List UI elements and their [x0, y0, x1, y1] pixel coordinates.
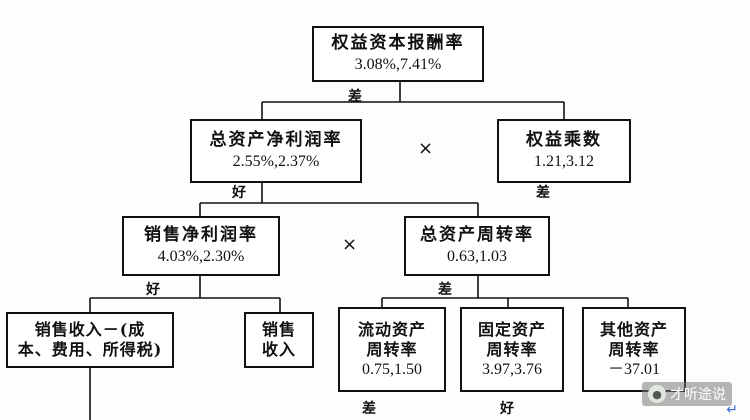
roe-box: 权益资本报酬率 3.08%,7.41% — [312, 26, 484, 82]
other-turnover-values: －37.01 — [607, 360, 660, 378]
roe-values: 3.08%,7.41% — [354, 55, 442, 73]
roa-values: 2.55%,2.37% — [232, 152, 320, 170]
equity-multiplier-box: 权益乘数 1.21,3.12 — [497, 119, 631, 183]
asset-turnover-tag: 差 — [438, 282, 452, 298]
fixed-turnover-values: 3.97,3.76 — [482, 360, 542, 378]
fixed-turnover-tag: 好 — [500, 401, 514, 417]
sales-minus-costs-line1: 销售收入－(成 — [34, 320, 146, 339]
fixed-turnover-line1: 固定资产 — [477, 319, 546, 339]
current-turnover-values: 0.75,1.50 — [362, 360, 422, 378]
watermark-text: 才听途说 — [670, 387, 726, 403]
roa-label: 总资产净利润率 — [209, 130, 343, 151]
sales-revenue-box: 销售 收入 — [244, 312, 314, 368]
other-turnover-line1: 其他资产 — [599, 319, 668, 339]
net-margin-tag: 好 — [146, 282, 160, 298]
current-turnover-line1: 流动资产 — [357, 319, 426, 339]
asset-turnover-values: 0.63,1.03 — [447, 247, 507, 265]
net-margin-values: 4.03%,2.30% — [157, 247, 245, 265]
multiply-operator-2: × — [342, 234, 358, 255]
other-turnover-line2: 周转率 — [608, 339, 660, 359]
net-margin-label: 销售净利润率 — [144, 225, 258, 246]
asset-turnover-label: 总资产周转率 — [420, 225, 534, 246]
wechat-icon: ● — [648, 385, 666, 403]
multiply-operator: × — [418, 138, 434, 159]
current-turnover-tag: 差 — [362, 401, 376, 417]
sales-revenue-line1: 销售 — [261, 320, 296, 339]
current-turnover-box: 流动资产 周转率 0.75,1.50 — [338, 307, 446, 392]
roe-tag: 差 — [348, 89, 362, 105]
enter-icon: ↵ — [726, 402, 738, 418]
asset-turnover-box: 总资产周转率 0.63,1.03 — [404, 216, 550, 276]
roa-box: 总资产净利润率 2.55%,2.37% — [190, 119, 362, 183]
watermark: ● 才听途说 — [642, 382, 732, 406]
roa-tag: 好 — [232, 185, 246, 201]
sales-minus-costs-line2: 本、费用、所得税) — [17, 340, 163, 359]
other-turnover-box: 其他资产 周转率 －37.01 — [582, 307, 686, 392]
fixed-turnover-box: 固定资产 周转率 3.97,3.76 — [460, 307, 564, 392]
current-turnover-line2: 周转率 — [366, 339, 418, 359]
roe-label: 权益资本报酬率 — [331, 33, 465, 54]
equity-multiplier-label: 权益乘数 — [526, 130, 602, 151]
sales-revenue-line2: 收入 — [261, 340, 296, 359]
equity-multiplier-tag: 差 — [536, 185, 550, 201]
sales-minus-costs-box: 销售收入－(成 本、费用、所得税) — [6, 312, 174, 368]
equity-multiplier-values: 1.21,3.12 — [534, 152, 594, 170]
fixed-turnover-line2: 周转率 — [486, 339, 538, 359]
net-margin-box: 销售净利润率 4.03%,2.30% — [122, 216, 280, 276]
